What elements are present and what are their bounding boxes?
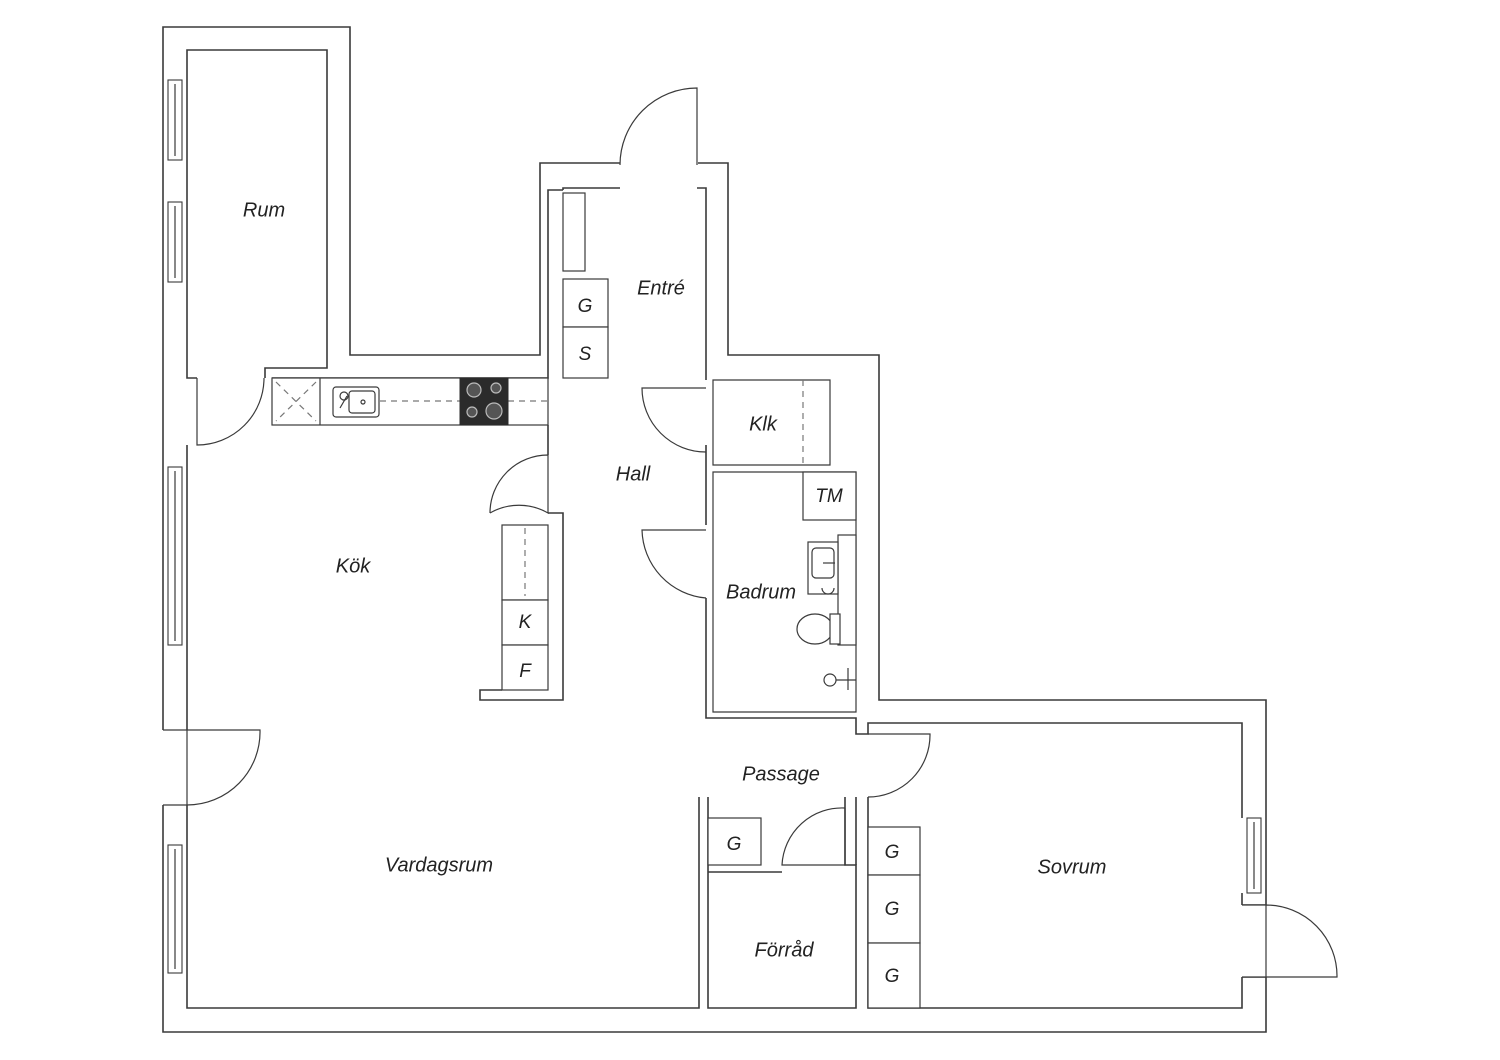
cabinet-label-sovrum-g2: G bbox=[885, 899, 900, 920]
entre-cabinet-s bbox=[562, 326, 609, 379]
room-label-entre: Entré bbox=[637, 277, 685, 299]
room-label-passage: Passage bbox=[742, 763, 820, 785]
stove-icon bbox=[459, 377, 509, 426]
kitchen-cabinet-f bbox=[501, 644, 549, 691]
cabinet-label-k: K bbox=[519, 612, 533, 633]
toilet-tank bbox=[829, 613, 841, 645]
burner-1 bbox=[466, 382, 482, 398]
klk-door[interactable] bbox=[641, 387, 707, 453]
cabinet-label-tm: TM bbox=[815, 486, 843, 507]
dishwasher-icon bbox=[275, 381, 317, 422]
kitchen-cabinet-k bbox=[501, 599, 549, 646]
kok-top-wall bbox=[272, 189, 563, 379]
sovrum-door[interactable] bbox=[867, 733, 931, 798]
hall-kok-door[interactable] bbox=[489, 454, 549, 515]
room-label-kok: Kök bbox=[336, 555, 371, 577]
sovrum-wardrobe-3 bbox=[867, 942, 921, 1009]
rum-door[interactable] bbox=[196, 377, 265, 446]
outer-wall bbox=[162, 26, 1267, 1033]
cabinet-label-sovrum-g3: G bbox=[885, 966, 900, 987]
room-label-rum: Rum bbox=[243, 199, 285, 221]
balcony-opening bbox=[160, 730, 190, 805]
room-label-badrum: Badrum bbox=[726, 581, 796, 603]
tm-cabinet bbox=[802, 471, 857, 521]
sovrum-right-wall bbox=[1241, 893, 1266, 906]
entrance-opening bbox=[620, 160, 698, 168]
passage-cabinet-g bbox=[707, 817, 762, 866]
room-label-forrad: Förråd bbox=[755, 939, 815, 961]
burner-2 bbox=[490, 382, 502, 394]
cabinet-label-passage-g: G bbox=[727, 834, 742, 855]
hall-left-wall bbox=[479, 425, 564, 701]
cabinet-label-f: F bbox=[519, 661, 532, 682]
entre-shelf bbox=[562, 192, 586, 272]
klk-outline bbox=[712, 379, 831, 466]
sovrum-wardrobe-1 bbox=[867, 826, 921, 876]
sovrum-exterior-door[interactable] bbox=[1242, 904, 1338, 978]
burner-4 bbox=[485, 402, 503, 420]
room-label-hall: Hall bbox=[616, 463, 651, 485]
rum-outline bbox=[186, 49, 328, 379]
toilet-icon bbox=[796, 613, 834, 645]
sink-faucet bbox=[339, 395, 348, 409]
entrance-door[interactable] bbox=[619, 87, 698, 166]
sovrum-ext-opening bbox=[1240, 905, 1270, 977]
hall-right-wall bbox=[705, 445, 1243, 818]
room-label-klk: Klk bbox=[749, 413, 778, 435]
shower-head-icon bbox=[821, 587, 835, 595]
entre-outline bbox=[562, 187, 707, 380]
badrum-door[interactable] bbox=[641, 529, 707, 599]
kok-vardagsrum-outline bbox=[186, 445, 700, 1009]
sink-drain bbox=[360, 399, 366, 405]
burner-3 bbox=[466, 406, 478, 418]
balcony-door[interactable] bbox=[163, 729, 261, 806]
room-label-vardagsrum: Vardagsrum bbox=[385, 854, 493, 876]
forrad-door[interactable] bbox=[781, 807, 846, 866]
floor-drain-icon bbox=[823, 673, 837, 687]
bath-counter bbox=[837, 534, 857, 646]
room-label-sovrum: Sovrum bbox=[1038, 856, 1107, 878]
cabinet-label-entre-s: S bbox=[579, 344, 592, 365]
cabinet-label-entre-g: G bbox=[578, 296, 593, 317]
entre-cabinet-g bbox=[562, 278, 609, 328]
cabinet-label-sovrum-g1: G bbox=[885, 842, 900, 863]
